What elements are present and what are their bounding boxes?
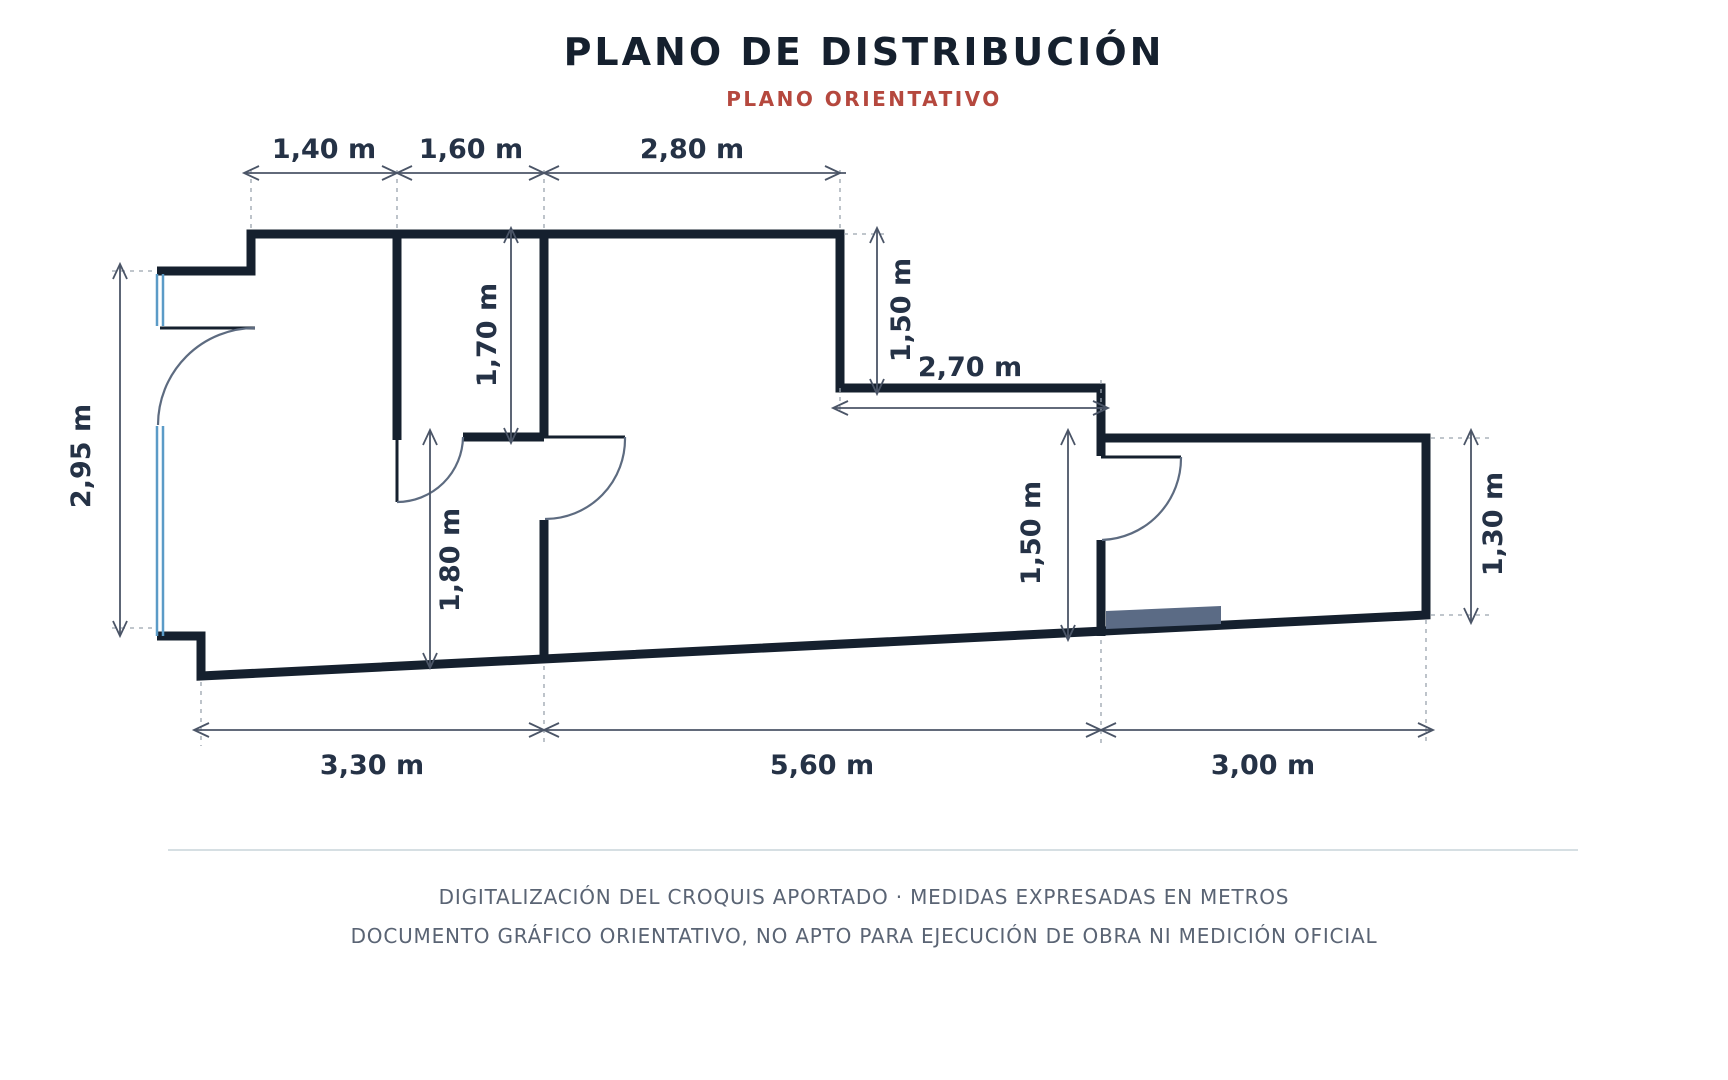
outer-wall xyxy=(157,229,1431,681)
dimension-lines xyxy=(112,165,1479,738)
page-subtitle: PLANO ORIENTATIVO xyxy=(726,87,1002,111)
dim-label-step-height: 1,50 m xyxy=(886,258,917,362)
dim-label-bottom-3: 3,00 m xyxy=(1211,750,1315,781)
dim-label-bottom-2: 5,60 m xyxy=(770,750,874,781)
dim-label-top-3: 2,80 m xyxy=(640,134,744,165)
dim-label-right-room-height: 1,50 m xyxy=(1016,481,1047,585)
footer-note-disclaimer: DOCUMENTO GRÁFICO ORIENTATIVO, NO APTO P… xyxy=(350,924,1378,948)
dim-label-partition-lower: 1,80 m xyxy=(435,508,466,612)
dim-label-partition-upper: 1,70 m xyxy=(472,283,503,387)
door-swing-center xyxy=(544,436,627,521)
window-glass xyxy=(155,274,165,636)
page-title: PLANO DE DISTRIBUCIÓN xyxy=(563,30,1165,74)
dim-label-right-end-height: 1,30 m xyxy=(1478,472,1509,576)
dim-label-left-height: 2,95 m xyxy=(66,404,97,508)
extension-lines xyxy=(112,170,1490,746)
footer-divider xyxy=(168,849,1578,851)
dim-label-top-2: 1,60 m xyxy=(419,134,523,165)
dim-label-top-1: 1,40 m xyxy=(272,134,376,165)
footer-note-scale: DIGITALIZACIÓN DEL CROQUIS APORTADO · ME… xyxy=(438,885,1290,909)
counter-block xyxy=(1106,606,1221,629)
entry-door-swing xyxy=(156,326,256,426)
dim-label-step-width: 2,70 m xyxy=(918,352,1022,383)
door-swing-right-room xyxy=(1101,456,1183,542)
dim-label-bottom-1: 3,30 m xyxy=(320,750,424,781)
door-swing-left-room xyxy=(396,436,465,504)
